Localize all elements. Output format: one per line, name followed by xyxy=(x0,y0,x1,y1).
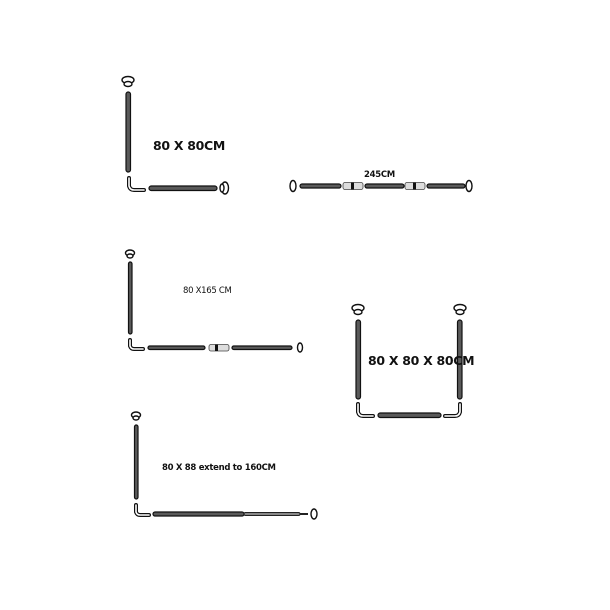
horizontal-rod xyxy=(148,185,218,192)
rod-segment xyxy=(364,183,405,189)
vertical-rod xyxy=(127,261,133,335)
rod-segment xyxy=(299,183,342,189)
wall-flange xyxy=(465,179,473,193)
extension-rod xyxy=(243,512,301,516)
rod-segment xyxy=(426,183,466,189)
ceiling-flange xyxy=(130,411,142,421)
diagram-u-80x80x80 xyxy=(351,303,467,419)
wall-flange xyxy=(310,508,318,520)
rod-segment xyxy=(147,345,206,351)
diagram-label: 80 X165 CM xyxy=(183,286,232,296)
wall-flange xyxy=(219,181,230,195)
wall-flange xyxy=(289,179,297,193)
diagram-l-80x88-extendable xyxy=(130,411,318,520)
elbow xyxy=(127,176,146,192)
connector xyxy=(404,182,426,190)
elbow xyxy=(128,338,145,351)
elbow xyxy=(134,503,151,517)
vertical-rod xyxy=(125,91,132,173)
connector xyxy=(342,182,364,190)
diagram-label: 80 X 88 extend to 160CM xyxy=(162,463,276,473)
ceiling-flange xyxy=(351,303,365,316)
horizontal-rod xyxy=(377,412,442,419)
diagram-l-80x80 xyxy=(121,75,230,195)
ceiling-flange xyxy=(453,303,467,316)
ceiling-flange xyxy=(124,249,136,259)
elbow xyxy=(356,402,375,418)
diagram-label: 245CM xyxy=(364,170,395,180)
wall-flange xyxy=(296,342,304,353)
ceiling-flange xyxy=(121,75,135,88)
elbow xyxy=(443,402,462,418)
diagram-label: 80 X 80 X 80CM xyxy=(368,353,475,368)
diagram-label: 80 X 80CM xyxy=(153,138,226,153)
extension-tip xyxy=(300,513,308,515)
rod-segment xyxy=(231,345,293,351)
connector xyxy=(208,344,230,352)
outer-rod xyxy=(152,511,245,517)
vertical-rod xyxy=(133,424,139,500)
vertical-rod xyxy=(355,319,362,400)
diagram-l-80x165 xyxy=(124,249,304,353)
vertical-rod xyxy=(456,319,463,400)
diagram-straight-245 xyxy=(289,179,473,193)
